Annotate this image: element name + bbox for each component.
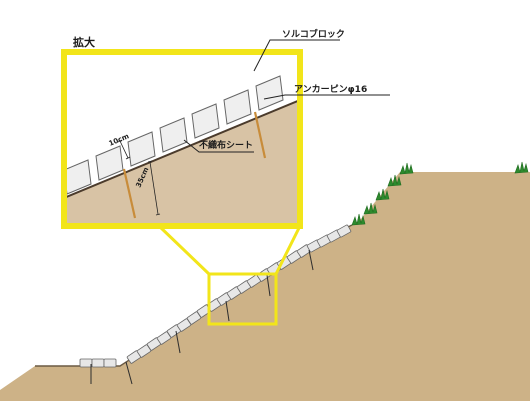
- inset-frame: [61, 49, 303, 229]
- magnify-label: 拡大: [73, 35, 95, 49]
- label-sheet: 不織布シート: [199, 139, 253, 151]
- inset-anchor-pins: [122, 111, 267, 219]
- slope-soil: [0, 172, 530, 401]
- magnify-connector: [157, 224, 302, 276]
- grass: [351, 161, 529, 226]
- magnify-rectangle: [207, 272, 278, 326]
- leader-lines: [183, 39, 390, 153]
- label-anchor: アンカーピンφ16: [294, 83, 367, 95]
- inset-detail: [61, 49, 303, 229]
- dimension-35cm: [147, 160, 161, 216]
- label-block: ソルコブロック: [282, 28, 345, 40]
- slope-anchor-pins: [90, 249, 314, 385]
- dimension-10cm: [117, 139, 131, 160]
